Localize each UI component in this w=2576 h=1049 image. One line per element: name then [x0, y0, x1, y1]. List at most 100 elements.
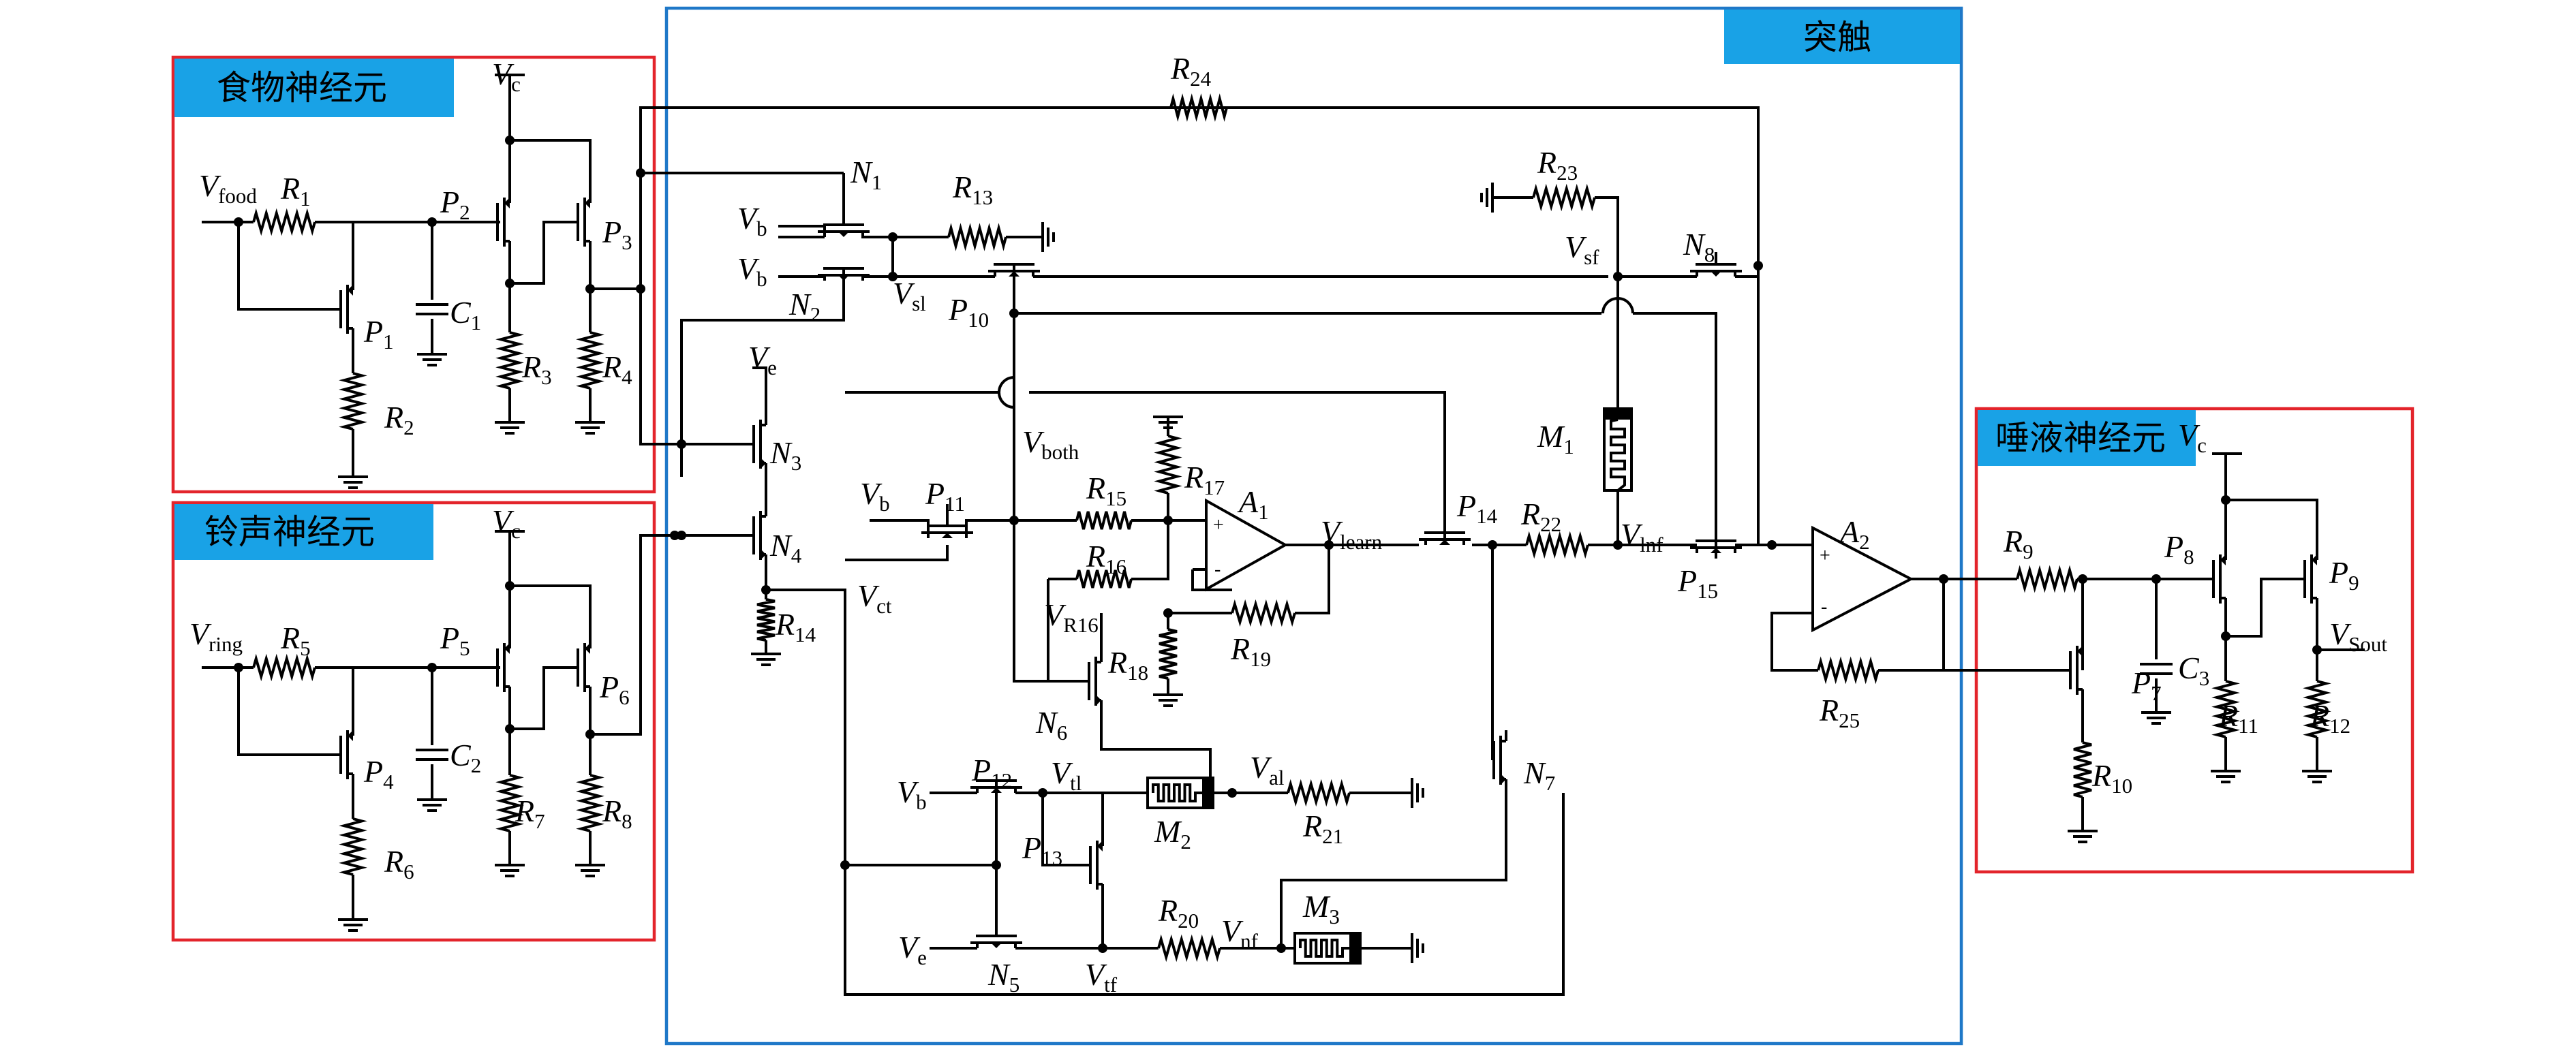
pmos-p2	[487, 192, 511, 252]
ground-c1	[417, 353, 447, 366]
label-r24: R24	[1170, 51, 1212, 91]
junction-dot	[1613, 540, 1623, 550]
label-m1: M1	[1537, 419, 1574, 458]
label-n2: N2	[788, 287, 821, 326]
ground-c2	[417, 798, 447, 812]
bell-neuron-frame	[171, 501, 656, 942]
label-vfood: Vfood	[199, 168, 257, 208]
capacitor-c1	[416, 303, 448, 315]
wire	[1191, 569, 1232, 591]
resistor-r20	[1157, 934, 1221, 962]
label-p1: P1	[363, 314, 394, 354]
junction-dot	[1009, 516, 1019, 525]
junction-dot	[2151, 574, 2161, 584]
saliva-neuron-header	[1978, 410, 2196, 466]
resistor-r23	[1532, 183, 1596, 212]
label-r12: R12	[2310, 698, 2350, 738]
resistor-r14	[756, 598, 776, 642]
label-vtl: Vtl	[1051, 755, 1082, 795]
capacitor-c2	[416, 749, 448, 761]
label-p11: P11	[925, 476, 965, 516]
label-vc1: Vc	[492, 57, 521, 96]
junction-dot	[585, 284, 595, 294]
synapse-header	[1724, 10, 1960, 64]
label-p10: P10	[948, 292, 989, 332]
junction-dot	[1227, 788, 1237, 798]
ground-r4	[575, 421, 605, 435]
wire-p1-gate	[237, 222, 330, 311]
label-vc3: Vc	[2178, 418, 2207, 457]
label-r19: R19	[1230, 631, 1271, 671]
resistor-r21	[1287, 779, 1351, 807]
label-p6: P6	[599, 670, 630, 709]
label-p7: P7	[2131, 666, 2162, 705]
resistor-r16	[1075, 569, 1133, 589]
junction-dot	[234, 217, 243, 227]
junction-dot	[505, 136, 515, 145]
wire	[2226, 578, 2293, 638]
ground-r17	[1153, 416, 1183, 429]
label-m2: M2	[1154, 814, 1191, 854]
label-p14: P14	[1456, 488, 1498, 528]
ground-m3	[1411, 933, 1424, 963]
junction-dot	[636, 168, 645, 178]
label-n8: N8	[1683, 227, 1715, 266]
wire	[2226, 499, 2318, 549]
label-r5: R5	[280, 621, 311, 660]
ground-r11	[2211, 770, 2241, 783]
label-r22: R22	[1520, 497, 1561, 536]
resistor-r22	[1525, 531, 1589, 559]
junction-dot	[1939, 574, 1948, 584]
junction-dot	[2221, 495, 2230, 505]
junction-dot	[585, 730, 595, 739]
label-r13: R13	[952, 170, 993, 209]
ground-r2	[338, 475, 368, 489]
label-r21: R21	[1302, 809, 1343, 848]
wire-p4-gate	[237, 668, 330, 756]
junction-dot	[1488, 540, 1497, 550]
resistor-r6	[339, 817, 367, 876]
capacitor-c3	[2140, 663, 2173, 675]
svg-text:-: -	[1214, 559, 1221, 580]
label-n4: N4	[769, 528, 802, 567]
label-p15: P15	[1677, 563, 1718, 603]
junction-dot	[840, 860, 850, 870]
resistor-r25	[1817, 656, 1880, 685]
ground-r7	[495, 864, 525, 877]
pmos-p13	[1079, 835, 1104, 895]
ground-r12	[2302, 770, 2332, 783]
wire-learn-top	[1029, 391, 1446, 538]
label-p5: P5	[440, 621, 470, 660]
junction-dot	[1163, 608, 1173, 618]
pmos-p5	[487, 638, 511, 698]
wire	[510, 139, 592, 192]
label-r2: R2	[384, 400, 414, 439]
food-neuron-title: 食物神经元	[217, 68, 387, 108]
memristor-m1	[1603, 407, 1633, 492]
resistor-r15	[1075, 511, 1133, 530]
nmos-n8	[1690, 252, 1742, 277]
label-ve1: Ve	[748, 340, 777, 379]
junction-dot	[2312, 645, 2322, 655]
label-vb1: Vb	[737, 201, 767, 240]
label-p3: P3	[602, 215, 632, 254]
food-neuron-frame	[171, 55, 656, 494]
ground-r3	[495, 421, 525, 435]
wire	[1041, 793, 1079, 866]
label-m3: M3	[1302, 889, 1340, 928]
wire	[1280, 790, 1507, 948]
resistor-r3	[495, 331, 524, 390]
pmos-p4	[330, 725, 354, 785]
junction-dot	[1276, 943, 1286, 953]
junction-dot	[888, 232, 898, 242]
pmos-p12	[970, 779, 1022, 817]
wire-crossover-vboth	[998, 376, 1015, 409]
junction-dot	[427, 217, 437, 227]
ground-r21	[1411, 778, 1424, 808]
pmos-p7	[2064, 640, 2084, 700]
block-frames: 食物神经元 铃声神经元 突触 唾液神经元	[171, 6, 2414, 1046]
label-r25: R25	[1819, 693, 1860, 732]
label-r9: R9	[2003, 524, 2034, 563]
junction-dot	[677, 439, 686, 449]
